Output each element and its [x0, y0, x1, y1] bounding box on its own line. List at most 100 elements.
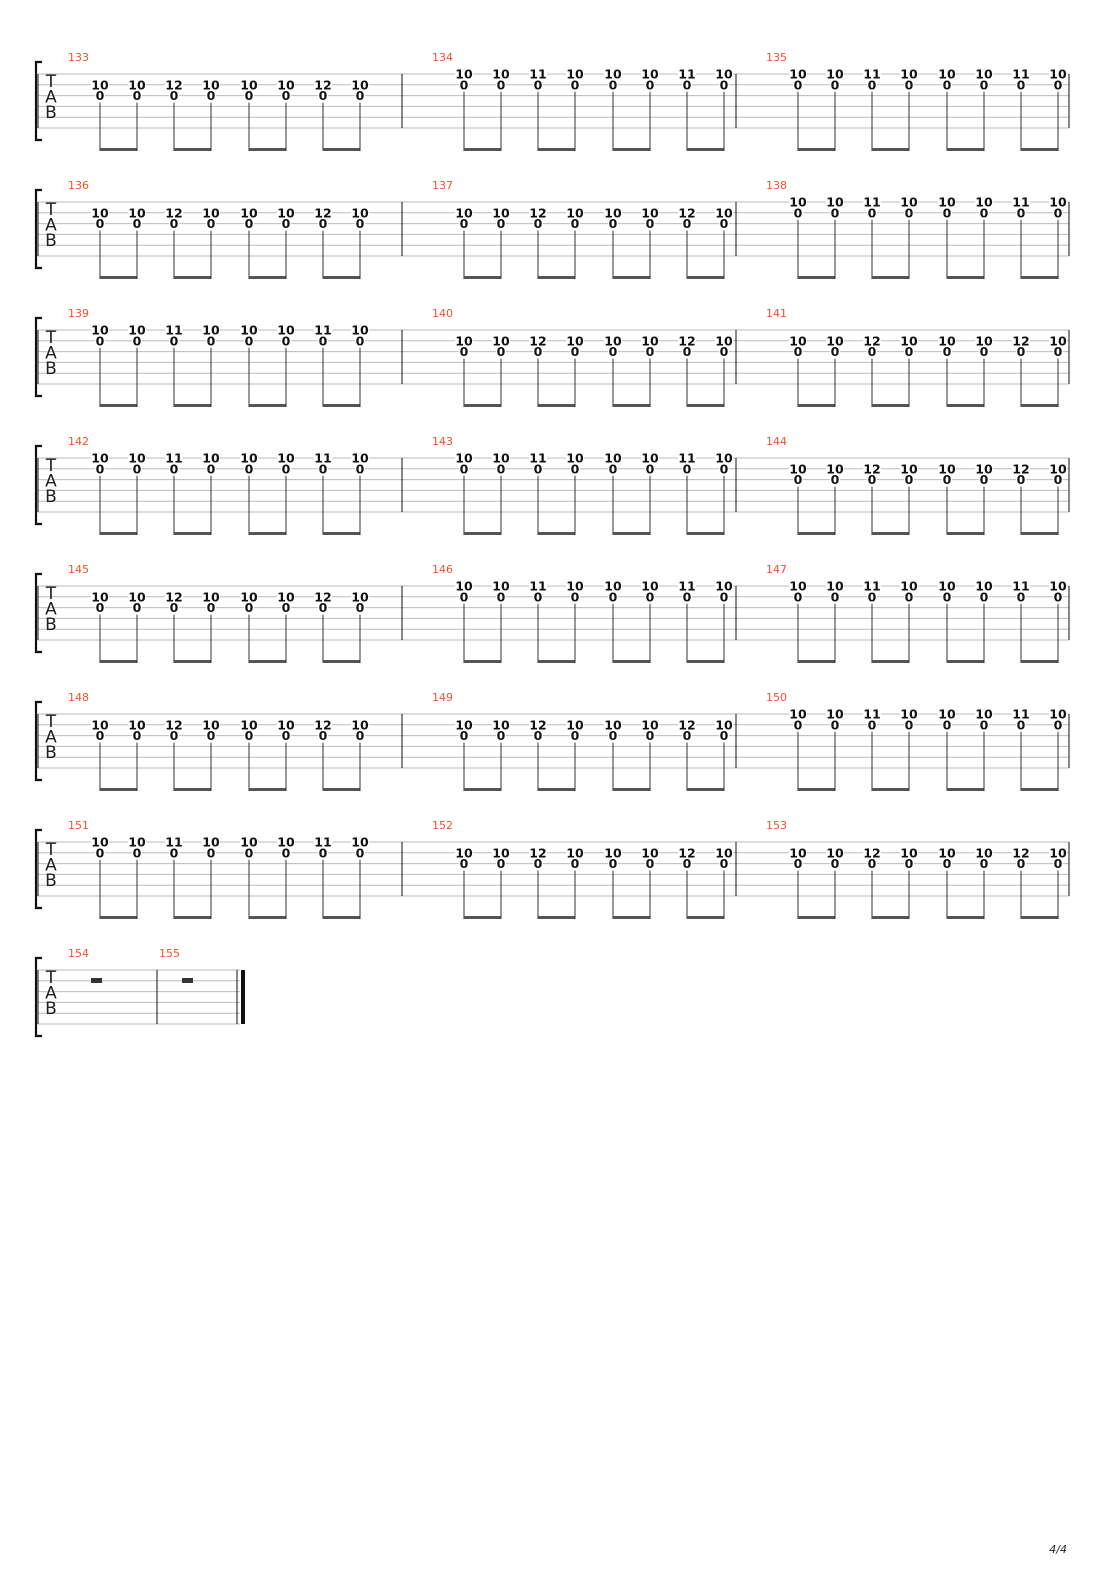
note-beam	[687, 532, 725, 535]
fret-knockout	[645, 345, 655, 357]
fret-number: 0	[356, 600, 365, 615]
fret-number: 0	[720, 461, 729, 476]
fret-knockout	[645, 217, 655, 229]
fret-knockout	[830, 473, 840, 485]
fret-knockout	[459, 462, 469, 474]
fret-knockout	[281, 217, 291, 229]
fret-knockout	[1053, 857, 1063, 869]
fret-number: 10	[202, 589, 220, 604]
fret-knockout	[91, 324, 109, 335]
fret-number: 0	[868, 717, 877, 732]
fret-knockout	[867, 345, 877, 357]
tab-clef-letter: B	[45, 743, 57, 763]
note-beam	[947, 916, 985, 919]
fret-knockout	[1012, 196, 1030, 207]
fret-knockout	[789, 196, 807, 207]
fret-number: 10	[604, 67, 622, 82]
note-beam	[249, 788, 287, 791]
fret-knockout	[496, 462, 506, 474]
fret-knockout	[496, 857, 506, 869]
tab-clef-letter: T	[45, 712, 57, 732]
fret-knockout	[979, 473, 989, 485]
tab-clef-letter: B	[45, 999, 57, 1019]
fret-number: 0	[905, 472, 914, 487]
fret-number: 10	[604, 845, 622, 860]
fret-knockout	[240, 78, 258, 90]
tab-clef-letter: T	[45, 72, 57, 92]
fret-knockout	[202, 206, 220, 218]
fret-number: 0	[831, 717, 840, 732]
fret-knockout	[719, 729, 729, 741]
fret-number: 11	[863, 67, 880, 82]
fret-number: 0	[868, 472, 877, 487]
fret-number: 0	[646, 216, 655, 231]
fret-number: 10	[277, 835, 295, 850]
fret-number: 0	[245, 88, 254, 103]
fret-knockout	[1049, 708, 1067, 719]
fret-knockout	[826, 462, 844, 474]
fret-number: 10	[240, 205, 258, 220]
fret-number: 0	[943, 472, 952, 487]
fret-knockout	[202, 452, 220, 463]
fret-number: 0	[980, 205, 989, 220]
note-beam	[100, 404, 138, 407]
fret-number: 0	[571, 728, 580, 743]
fret-number: 10	[789, 195, 807, 210]
fret-knockout	[533, 590, 543, 602]
fret-number: 0	[534, 728, 543, 743]
note-beam	[464, 916, 502, 919]
fret-number: 0	[1017, 344, 1026, 359]
fret-number: 10	[492, 717, 510, 732]
fret-number: 0	[571, 856, 580, 871]
fret-knockout	[91, 78, 109, 90]
fret-number: 10	[455, 717, 473, 732]
fret-knockout	[904, 473, 914, 485]
fret-number: 10	[826, 707, 844, 722]
fret-knockout	[715, 68, 733, 79]
fret-knockout	[645, 590, 655, 602]
note-beam	[872, 148, 910, 151]
fret-knockout	[128, 324, 146, 335]
fret-knockout	[240, 324, 258, 335]
fret-knockout	[570, 78, 580, 90]
note-beam	[613, 532, 651, 535]
fret-number: 0	[534, 461, 543, 476]
fret-number: 10	[202, 835, 220, 850]
fret-number: 0	[831, 856, 840, 871]
note-beam	[613, 660, 651, 663]
fret-number: 11	[863, 579, 880, 594]
fret-knockout	[1016, 590, 1026, 602]
fret-number: 0	[905, 77, 914, 92]
fret-number: 0	[720, 216, 729, 231]
fret-number: 10	[938, 707, 956, 722]
measure-number: 146	[432, 563, 453, 576]
fret-number: 0	[609, 216, 618, 231]
fret-knockout	[979, 345, 989, 357]
note-beam	[100, 660, 138, 663]
measure-number: 152	[432, 819, 453, 832]
fret-knockout	[277, 718, 295, 730]
fret-knockout	[608, 729, 618, 741]
fret-number: 0	[460, 77, 469, 92]
fret-knockout	[1012, 846, 1030, 858]
fret-number: 12	[165, 589, 182, 604]
fret-knockout	[938, 708, 956, 719]
fret-number: 11	[314, 835, 331, 850]
note-beam	[249, 148, 287, 151]
note-beam	[323, 404, 361, 407]
fret-number: 0	[96, 88, 105, 103]
note-beam	[249, 660, 287, 663]
fret-knockout	[904, 78, 914, 90]
fret-number: 0	[170, 845, 179, 860]
fret-number: 0	[1017, 717, 1026, 732]
fret-number: 0	[980, 472, 989, 487]
fret-knockout	[863, 334, 881, 346]
fret-number: 12	[1012, 333, 1029, 348]
fret-knockout	[938, 68, 956, 79]
measure-number: 147	[766, 563, 787, 576]
tab-clef-letter: B	[45, 103, 57, 123]
fret-number: 10	[715, 845, 733, 860]
fret-knockout	[165, 590, 183, 602]
fret-knockout	[240, 836, 258, 847]
fret-knockout	[355, 334, 365, 346]
